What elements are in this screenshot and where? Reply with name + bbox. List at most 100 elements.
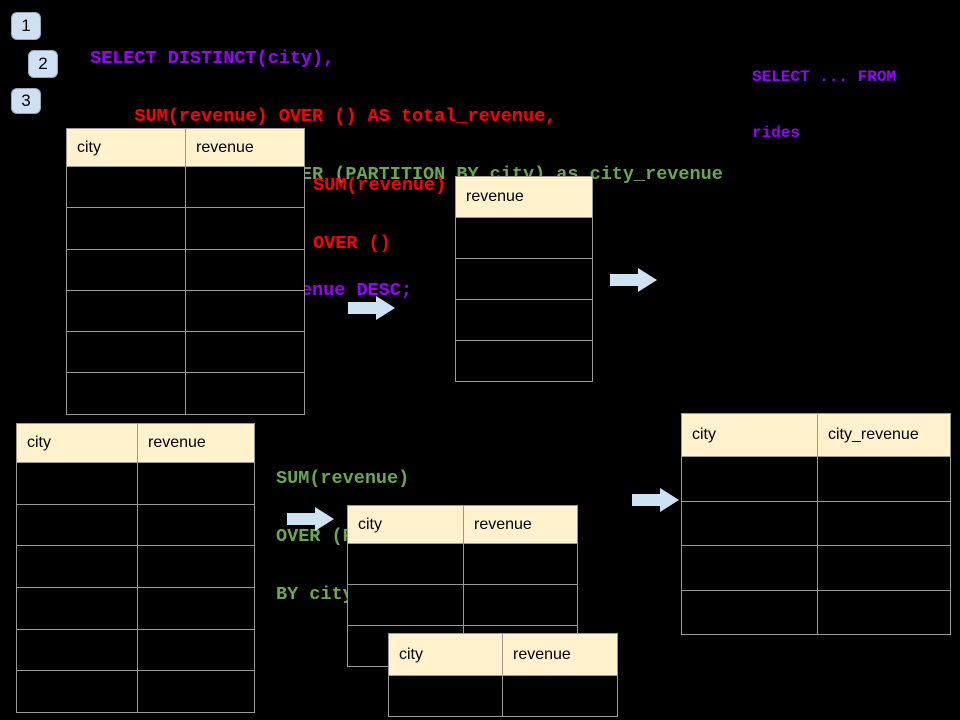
empty-cell <box>455 299 593 341</box>
column-header-revenue: revenue <box>463 505 578 544</box>
table-row <box>681 589 951 635</box>
step-badge-2: 2 <box>28 50 58 78</box>
step-badge-1: 1 <box>11 12 41 40</box>
empty-cell <box>16 545 138 589</box>
column-header-city: city <box>347 505 464 544</box>
empty-cell <box>455 340 593 382</box>
table-row <box>66 248 305 291</box>
empty-cell <box>463 543 578 585</box>
table-row <box>16 462 255 505</box>
table-row <box>347 543 578 585</box>
flow-arrow-icon <box>632 488 679 512</box>
table-row <box>66 331 305 374</box>
empty-cell <box>455 217 593 259</box>
table-header-row: city revenue <box>66 128 305 167</box>
empty-cell <box>388 675 503 717</box>
column-header-revenue: revenue <box>455 176 593 218</box>
table-row <box>455 258 593 300</box>
table-row <box>388 675 618 717</box>
side-note-line: rides <box>752 124 801 142</box>
empty-cell <box>817 545 951 591</box>
table-header-row: city revenue <box>388 633 618 676</box>
side-note-line: SELECT ... FROM <box>752 68 897 86</box>
annotation-total-revenue: SUM(revenue) OVER () <box>313 139 446 291</box>
empty-cell <box>681 589 818 635</box>
table-rides-source-top: city revenue <box>66 128 305 415</box>
table-row <box>66 289 305 333</box>
table-rides-source-bottom: city revenue <box>16 423 255 714</box>
table-row <box>16 503 255 547</box>
step-badge-3: 3 <box>11 88 41 114</box>
flow-arrow-icon <box>610 268 657 292</box>
annotation-line: SUM(revenue) <box>313 175 447 196</box>
table-row <box>455 340 593 382</box>
column-header-city: city <box>388 633 503 676</box>
table-header-row: city revenue <box>347 505 578 544</box>
code-line-sum-total: SUM(revenue) OVER () AS total_revenue, <box>90 106 557 127</box>
arrow-right-icon <box>348 296 395 320</box>
empty-cell <box>463 584 578 626</box>
empty-cell <box>681 500 818 546</box>
empty-cell <box>347 584 464 626</box>
table-row <box>347 584 578 626</box>
empty-cell <box>185 248 305 291</box>
empty-cell <box>137 628 255 672</box>
table-row <box>455 299 593 341</box>
column-header-city: city <box>16 423 138 463</box>
empty-cell <box>185 289 305 333</box>
empty-cell <box>16 670 138 714</box>
arrow-right-icon <box>632 488 679 512</box>
column-header-revenue: revenue <box>185 128 305 167</box>
annotation-line: SUM(revenue) <box>276 468 410 489</box>
empty-cell <box>16 503 138 547</box>
empty-cell <box>817 456 951 502</box>
table-header-row: revenue <box>455 176 593 218</box>
column-header-city-revenue: city_revenue <box>817 413 951 457</box>
table-row <box>66 207 305 250</box>
empty-cell <box>16 462 138 505</box>
table-total-revenue: revenue <box>455 176 593 382</box>
column-header-city: city <box>66 128 186 167</box>
table-row <box>681 456 951 502</box>
empty-cell <box>16 587 138 630</box>
table-row <box>16 670 255 714</box>
empty-cell <box>185 165 305 209</box>
flow-arrow-icon <box>348 296 395 320</box>
empty-cell <box>66 372 186 415</box>
flow-arrow-icon <box>287 507 334 531</box>
empty-cell <box>502 675 618 717</box>
table-row <box>16 628 255 672</box>
side-note-select-from: SELECT ... FROM rides <box>752 31 896 179</box>
table-header-row: city revenue <box>16 423 255 463</box>
table-header-row: city city_revenue <box>681 413 951 457</box>
column-header-city: city <box>681 413 818 457</box>
empty-cell <box>66 165 186 209</box>
arrow-right-icon <box>287 507 334 531</box>
empty-cell <box>137 545 255 589</box>
empty-cell <box>347 543 464 585</box>
annotation-line: OVER () <box>313 233 391 254</box>
empty-cell <box>817 589 951 635</box>
column-header-revenue: revenue <box>137 423 255 463</box>
empty-cell <box>455 258 593 300</box>
table-partition-lower: city revenue <box>388 633 618 717</box>
empty-cell <box>137 503 255 547</box>
table-row <box>16 545 255 589</box>
table-row <box>681 500 951 546</box>
empty-cell <box>66 331 186 374</box>
column-header-revenue: revenue <box>502 633 618 676</box>
table-row <box>455 217 593 259</box>
empty-cell <box>66 248 186 291</box>
empty-cell <box>185 331 305 374</box>
empty-cell <box>137 587 255 630</box>
table-row <box>66 165 305 209</box>
empty-cell <box>681 545 818 591</box>
empty-cell <box>137 670 255 714</box>
empty-cell <box>137 462 255 505</box>
table-row <box>16 587 255 630</box>
table-row <box>681 545 951 591</box>
empty-cell <box>16 628 138 672</box>
empty-cell <box>185 207 305 250</box>
empty-cell <box>681 456 818 502</box>
